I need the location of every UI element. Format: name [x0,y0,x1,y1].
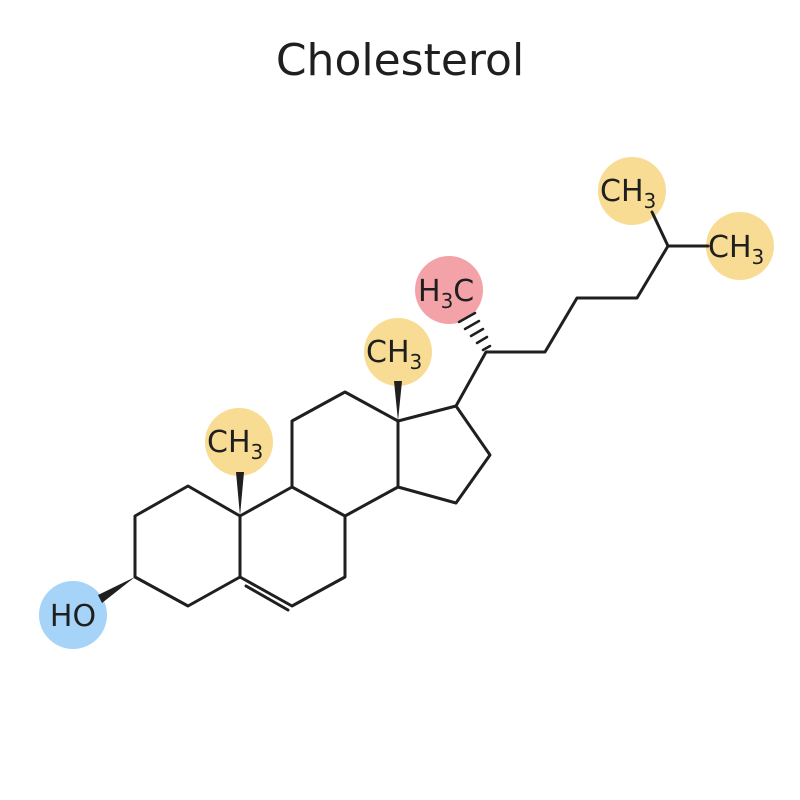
methyl-c21-hashed-bond [457,311,492,352]
ring-b-double-bond [244,584,290,612]
methyl-c21-highlight [415,256,483,324]
hydroxyl-highlight [39,581,107,649]
hydroxyl-label: HO [50,599,96,634]
methyl-c26-label: CH3 [600,174,656,213]
methyl-c10-highlight [205,408,273,476]
methyl-c13-highlight [364,318,432,386]
highlight-circles [39,157,774,649]
diagram-title: Cholesterol [276,35,524,86]
hydroxyl-wedge-bond [98,577,135,603]
ring-a [133,484,242,608]
methyl-c27-label: CH3 [708,230,764,269]
methyl-c10-label: CH3 [207,425,263,464]
ring-d [396,404,492,505]
methyl-c27-highlight [706,212,774,280]
ring-b [238,485,347,608]
side-chain-branch-bond [650,210,670,248]
methyl-c21-label: H3C [418,274,474,313]
ring-c [290,390,400,518]
methyl-c26-highlight [598,157,666,225]
methyl-c13-label: CH3 [366,335,422,374]
side-chain [454,244,710,408]
methyl-c13-wedge-bond [394,381,402,421]
methyl-c10-wedge-bond [236,472,244,516]
